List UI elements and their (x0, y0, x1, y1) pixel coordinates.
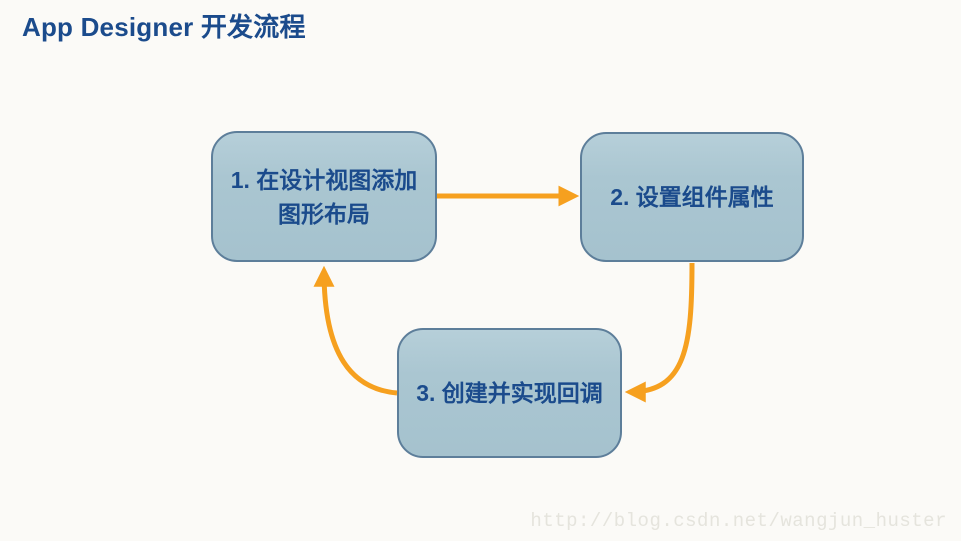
arrow-step3-to-step1 (313, 265, 398, 396)
flow-node-step3: 3. 创建并实现回调 (397, 328, 622, 458)
flow-node-step1-line2: 图形布局 (277, 200, 370, 227)
watermark: http://blog.csdn.net/wangjun_huster (530, 510, 947, 532)
arrow-step2-to-step3 (624, 262, 695, 403)
flow-node-step2: 2. 设置组件属性 (580, 132, 804, 262)
flow-node-step2-label: 2. 设置组件属性 (610, 180, 774, 214)
flow-node-step1-label: 1. 在设计视图添加 图形布局 (231, 163, 418, 231)
page-title: App Designer 开发流程 (22, 12, 306, 42)
flow-node-step2-line1: 2. 设置组件属性 (610, 184, 774, 210)
flow-node-step1: 1. 在设计视图添加 图形布局 (211, 131, 437, 262)
flow-node-step3-line1: 3. 创建并实现回调 (416, 380, 603, 406)
flow-node-step3-label: 3. 创建并实现回调 (416, 376, 603, 410)
flow-node-step1-line1: 1. 在设计视图添加 (230, 166, 418, 193)
